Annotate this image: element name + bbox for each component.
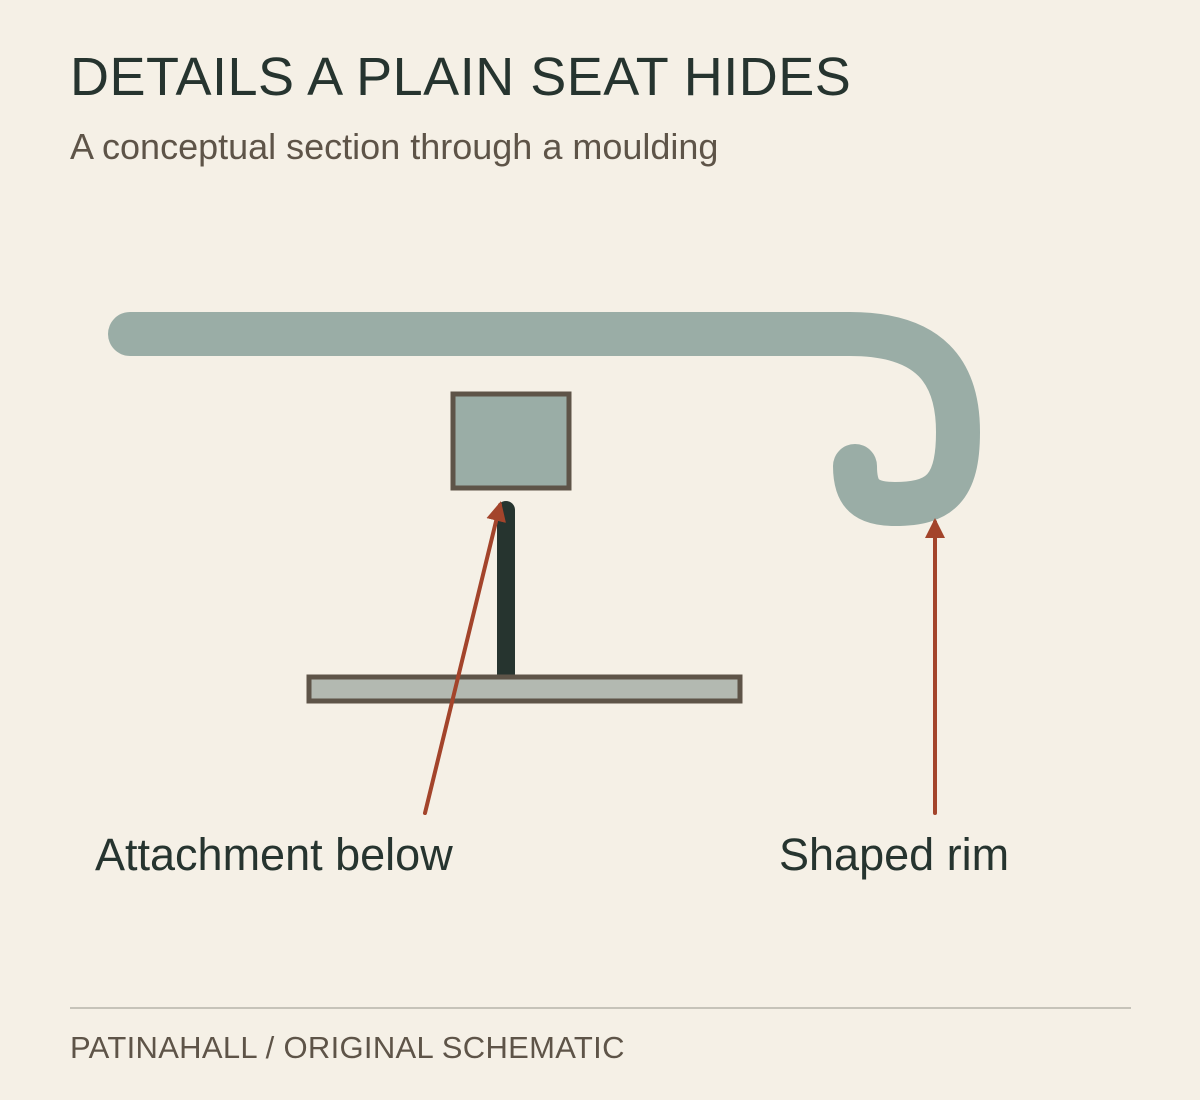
- base-plate: [306, 674, 743, 704]
- seat-moulding-profile: [108, 312, 980, 526]
- page-subtitle: A conceptual section through a moulding: [70, 126, 719, 167]
- footer-divider: [70, 1007, 1131, 1009]
- attachment-leader-arrow: [423, 501, 506, 815]
- footer-credit: PATINAHALL / ORIGINAL SCHEMATIC: [70, 1030, 625, 1065]
- attachment-callout-label: Attachment below: [95, 829, 453, 880]
- attachment-block: [450, 391, 572, 491]
- rim-callout-label: Shaped rim: [779, 829, 1009, 880]
- page-title: DETAILS A PLAIN SEAT HIDES: [70, 47, 852, 107]
